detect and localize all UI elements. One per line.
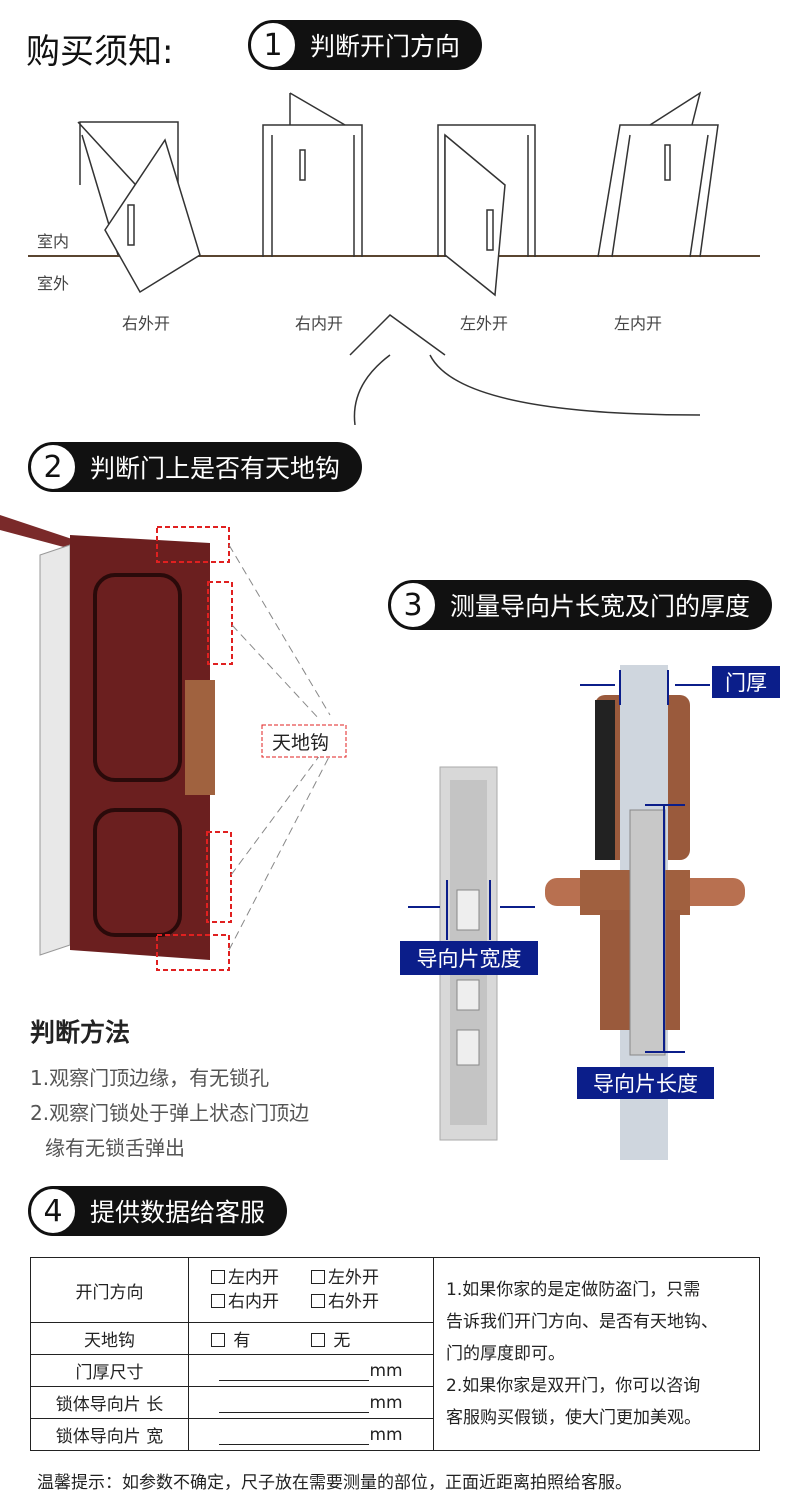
security-door-photo bbox=[0, 515, 347, 971]
row-label: 锁体导向片 长 bbox=[30, 1386, 189, 1419]
step-number: 3 bbox=[388, 580, 438, 630]
note-text: 1.如果你家的是定做防盗门，只需告诉我们开门方向、是否有天地钩、门的厚度即可。2… bbox=[433, 1257, 760, 1451]
lock-measure-photos bbox=[408, 665, 745, 1160]
step-number: 1 bbox=[248, 20, 298, 70]
step-label: 判断门上是否有天地钩 bbox=[90, 454, 341, 483]
method-line: 缘有无锁舌弹出 bbox=[45, 1136, 185, 1160]
door-direction-diagram bbox=[28, 91, 760, 425]
checkbox-option[interactable]: 左内开 bbox=[211, 1266, 311, 1290]
input-line[interactable] bbox=[219, 1429, 370, 1445]
checkbox-option[interactable]: 无 bbox=[311, 1326, 411, 1351]
tip-text: 温馨提示：如参数不确定，尺子放在需要测量的部位，正面近距离拍照给客服。 bbox=[37, 1473, 632, 1493]
row-label: 开门方向 bbox=[30, 1257, 189, 1323]
input-line[interactable] bbox=[219, 1397, 370, 1413]
unit: mm bbox=[369, 1424, 403, 1445]
checkbox-option[interactable]: 有 bbox=[211, 1326, 311, 1351]
method-line: 1.观察门顶边缘，有无锁孔 bbox=[30, 1066, 270, 1090]
checkbox-option[interactable]: 右外开 bbox=[311, 1290, 411, 1314]
input-line[interactable] bbox=[219, 1365, 370, 1381]
unit: mm bbox=[369, 1392, 403, 1413]
checkbox-option[interactable]: 右内开 bbox=[211, 1290, 311, 1314]
step-number: 2 bbox=[28, 442, 78, 492]
hook-label: 天地钩 bbox=[272, 732, 330, 754]
door-type-label: 左外开 bbox=[460, 314, 509, 333]
indoor-label: 室内 bbox=[37, 232, 70, 251]
step-label: 测量导向片长宽及门的厚度 bbox=[450, 592, 751, 621]
checkbox-option[interactable]: 左外开 bbox=[311, 1266, 411, 1290]
plate-width-label: 导向片宽度 bbox=[400, 941, 538, 975]
door-type-label: 右外开 bbox=[122, 314, 171, 333]
plate-length-label: 导向片长度 bbox=[577, 1067, 714, 1099]
unit: mm bbox=[369, 1360, 403, 1381]
method-line: 2.观察门锁处于弹上状态门顶边 bbox=[30, 1101, 310, 1125]
door-type-label: 右内开 bbox=[295, 314, 344, 333]
row-label: 锁体导向片 宽 bbox=[30, 1418, 189, 1451]
method-title: 判断方法 bbox=[30, 1018, 131, 1047]
step-3-badge: 3 测量导向片长宽及门的厚度 bbox=[388, 580, 773, 630]
step-label: 提供数据给客服 bbox=[90, 1198, 266, 1227]
step-4-badge: 4 提供数据给客服 bbox=[28, 1186, 288, 1236]
step-label: 判断开门方向 bbox=[310, 32, 461, 61]
step-number: 4 bbox=[28, 1186, 78, 1236]
outdoor-label: 室外 bbox=[37, 274, 70, 293]
step-2-badge: 2 判断门上是否有天地钩 bbox=[28, 442, 363, 492]
customer-info-form: 开门方向 左内开左外开 右内开右外开 1.如果你家的是定做防盗门，只需告诉我们开… bbox=[30, 1257, 760, 1451]
row-label: 门厚尺寸 bbox=[30, 1354, 189, 1387]
door-thickness-label: 门厚 bbox=[712, 666, 780, 698]
door-type-label: 左内开 bbox=[614, 314, 663, 333]
row-label: 天地钩 bbox=[30, 1322, 189, 1355]
step-1-badge: 1 判断开门方向 bbox=[248, 20, 483, 70]
page-title: 购买须知: bbox=[26, 32, 174, 72]
